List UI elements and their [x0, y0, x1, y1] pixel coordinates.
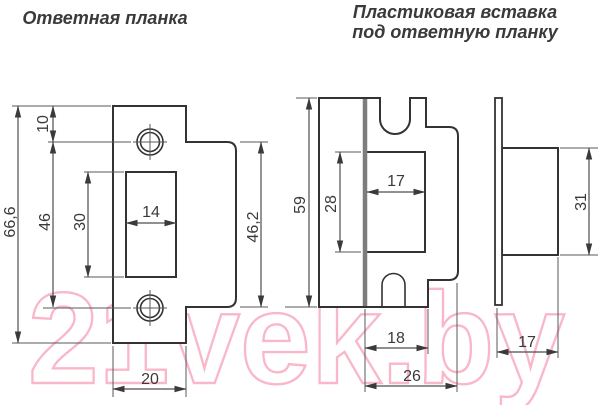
dim-hole-spacing-label: 46	[37, 213, 54, 231]
plastic-insert-drawing: 59 28 17 18 26 31 17	[285, 97, 598, 392]
dim-lip-height-label: 46,2	[245, 211, 262, 242]
right-title-line1: Пластиковая вставка	[352, 2, 558, 22]
dim-opening-height-label: 28	[323, 195, 340, 213]
strike-plate-dimension-labels: 66,6 10 46 30 46,2 14 20	[2, 115, 262, 388]
dim-opening-to-lip-label: 18	[387, 330, 405, 347]
dim-side-height-label: 31	[573, 193, 590, 211]
left-drawing-title: Ответная планка	[22, 8, 188, 28]
dim-total-height-label: 66,6	[2, 206, 19, 237]
watermark-text: 21vek.by	[28, 265, 565, 405]
side-view-body	[501, 147, 559, 256]
dim-insert-total-width-label: 26	[403, 368, 421, 385]
dim-cutout-width-label: 14	[142, 204, 160, 221]
right-title-line2: под ответную планку	[352, 22, 558, 42]
strike-plate-dimension-lines	[14, 105, 265, 393]
watermark: 21vek.by	[27, 264, 566, 405]
strike-plate-outline	[112, 105, 237, 344]
insert-bottom-boss	[381, 272, 406, 307]
side-view-flange	[494, 97, 503, 306]
strike-plate-centerlines	[133, 124, 167, 326]
latch-cutout	[125, 171, 177, 278]
insert-side-view	[494, 97, 559, 306]
dim-side-depth-label: 17	[518, 334, 536, 351]
dim-cutout-height-label: 30	[72, 213, 89, 231]
dim-opening-width-label: 17	[387, 173, 405, 190]
dim-top-to-hole-label: 10	[35, 115, 52, 133]
right-drawing-title: Пластиковая вставка под ответную планку	[340, 2, 570, 42]
insert-dimension-labels: 59 28 17 18 26 31 17	[292, 173, 590, 385]
dim-insert-total-height-label: 59	[292, 196, 309, 214]
strike-plate-drawing: 66,6 10 46 30 46,2 14 20	[2, 105, 268, 397]
insert-opening	[367, 151, 426, 253]
insert-front-view	[318, 97, 459, 308]
insert-dimension-lines	[305, 97, 593, 390]
dim-plate-width-label: 20	[141, 371, 159, 388]
